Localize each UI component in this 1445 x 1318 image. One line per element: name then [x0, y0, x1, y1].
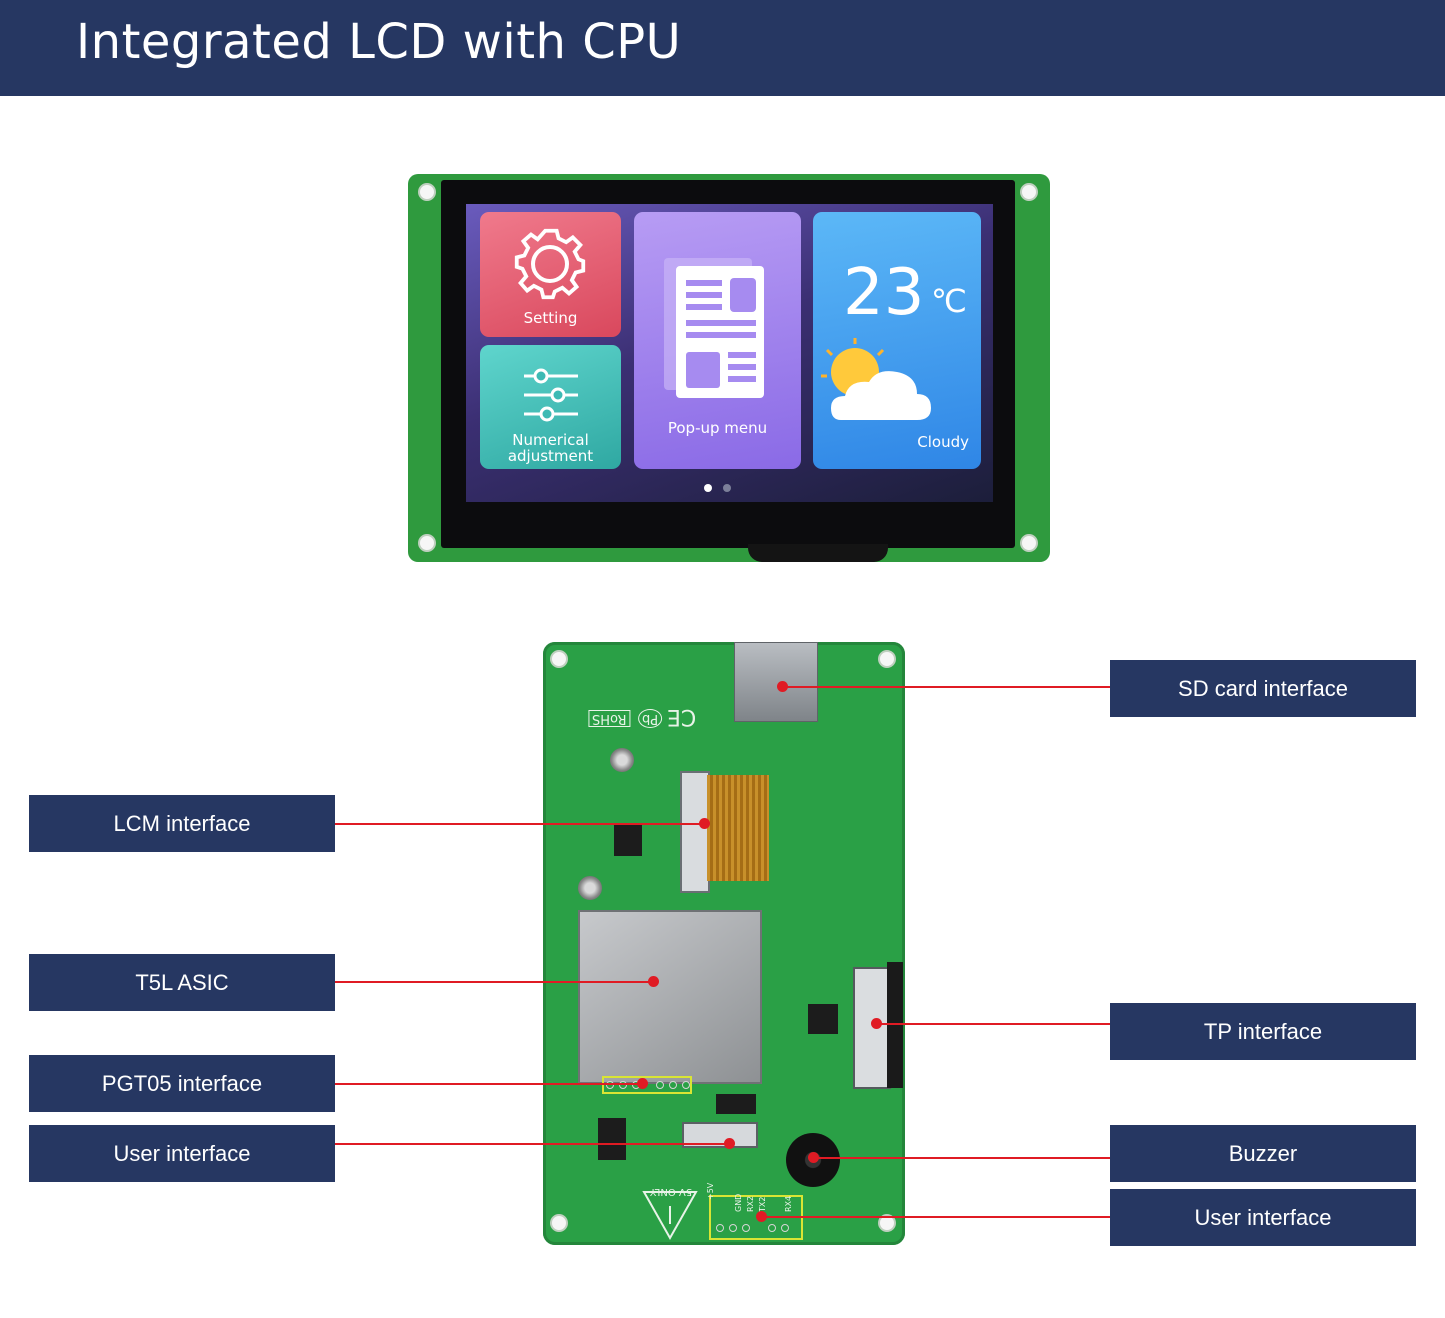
lcd-flex-tab	[748, 544, 888, 562]
popup-menu-label: Pop-up menu	[667, 419, 768, 437]
user-left-leader-dot	[724, 1138, 735, 1149]
mount-hole	[1020, 183, 1038, 201]
warning-triangle-icon	[642, 1191, 698, 1241]
pin-label: RX4	[784, 1195, 793, 1212]
mount-hole	[878, 650, 896, 668]
mount-hole	[418, 183, 436, 201]
electrolytic-capacitor	[578, 876, 602, 900]
partly-cloudy-icon	[821, 338, 931, 420]
tp-leader-line	[876, 1023, 1110, 1025]
gear-icon	[514, 228, 586, 300]
pin-pad	[768, 1224, 776, 1232]
ic-chip	[808, 1004, 838, 1034]
header-banner: Integrated LCD with CPU	[0, 0, 1445, 96]
lcm-flex-cable	[707, 775, 769, 881]
pgt05-interface-label: PGT05 interface	[29, 1055, 335, 1112]
sd-card-interface-label: SD card interface	[1110, 660, 1416, 717]
temperature-value: 23	[843, 256, 925, 330]
t5l-leader-line	[334, 981, 654, 983]
sd-card-leader-line	[782, 686, 1110, 688]
pin-label: +5V	[706, 1182, 715, 1200]
electrolytic-capacitor	[610, 748, 634, 772]
setting-tile[interactable]: Setting	[480, 212, 621, 337]
user-interface-label-right: User interface	[1110, 1189, 1416, 1246]
setting-label: Setting	[523, 309, 578, 327]
user-interface-label-left: User interface	[29, 1125, 335, 1182]
user-right-leader-line	[762, 1216, 1110, 1218]
lcm-leader-dot	[699, 818, 710, 829]
user-right-leader-dot	[756, 1211, 767, 1222]
pager-dot[interactable]	[723, 484, 731, 492]
pager-dot-active[interactable]	[704, 484, 712, 492]
t5l-asic-shield	[578, 910, 762, 1084]
lcm-interface-label: LCM interface	[29, 795, 335, 852]
sliders-icon	[524, 368, 578, 422]
buzzer-leader-dot	[808, 1152, 819, 1163]
page-title: Integrated LCD with CPU	[76, 14, 682, 70]
pin-pad	[619, 1081, 627, 1089]
ic-chip	[716, 1094, 756, 1114]
numerical-label-line1: Numerical	[512, 431, 589, 449]
numerical-label-line2: adjustment	[507, 447, 594, 465]
mount-hole	[550, 650, 568, 668]
sd-card-leader-dot	[777, 681, 788, 692]
tp-leader-dot	[871, 1018, 882, 1029]
pin-pad	[606, 1081, 614, 1089]
five-volt-only-mark: 5V ONLY	[650, 1186, 693, 1197]
weather-condition-label: Cloudy	[917, 433, 969, 451]
t5l-asic-label: T5L ASIC	[29, 954, 335, 1011]
pin-pad	[729, 1224, 737, 1232]
pin-label: GND	[734, 1193, 743, 1212]
weather-tile[interactable]: 23 ℃ Cloudy	[813, 212, 981, 469]
numerical-adjustment-tile[interactable]: Numerical adjustment	[480, 345, 621, 469]
document-icon	[664, 258, 764, 398]
mount-hole	[550, 1214, 568, 1232]
tp-interface-label: TP interface	[1110, 1003, 1416, 1060]
sd-card-slot	[734, 642, 818, 722]
mount-hole	[418, 534, 436, 552]
tp-flex-edge	[887, 962, 903, 1088]
buzzer-label: Buzzer	[1110, 1125, 1416, 1182]
pin-pad	[742, 1224, 750, 1232]
lcm-connector	[680, 771, 710, 893]
pin-pad	[716, 1224, 724, 1232]
t5l-leader-dot	[648, 976, 659, 987]
pin-label: RX2	[746, 1195, 755, 1212]
pin-pad	[669, 1081, 677, 1089]
mount-hole	[878, 1214, 896, 1232]
buzzer-leader-line	[814, 1157, 1110, 1159]
ce-mark: CE	[667, 704, 697, 729]
pgt05-pin-header	[602, 1076, 692, 1094]
lcd-screen: Setting Numerical adjustment	[466, 204, 993, 502]
pgt05-leader-line	[334, 1083, 642, 1085]
lcm-leader-line	[334, 823, 704, 825]
popup-menu-tile[interactable]: Pop-up menu	[634, 212, 801, 469]
inductor	[614, 824, 642, 856]
pgt05-leader-dot	[637, 1078, 648, 1089]
user-left-leader-line	[334, 1143, 730, 1145]
mount-hole	[1020, 534, 1038, 552]
pin-label: TX2	[758, 1196, 767, 1212]
pin-pad	[682, 1081, 690, 1089]
rohs-mark: RoHS	[588, 710, 631, 727]
ic-chip	[598, 1118, 626, 1160]
pin-pad	[781, 1224, 789, 1232]
temperature-unit: ℃	[931, 282, 967, 320]
pb-free-mark: Pb	[638, 709, 663, 728]
tp-connector	[853, 967, 891, 1089]
pin-pad	[656, 1081, 664, 1089]
